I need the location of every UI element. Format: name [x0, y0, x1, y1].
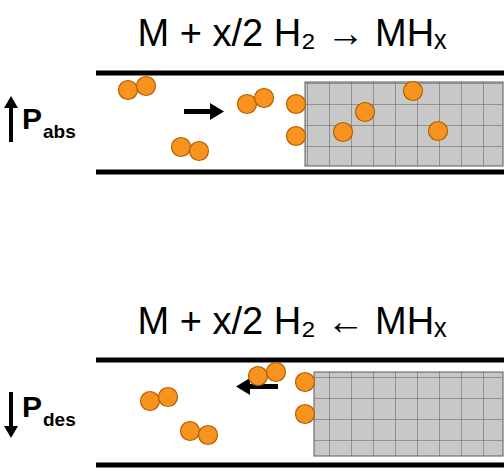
pressure-arrow [4, 96, 18, 438]
hydrogen-atom [172, 138, 191, 157]
pressure-symbol: P [22, 104, 42, 134]
hydrogen-atom [181, 422, 200, 441]
hydrogen-atom [141, 392, 160, 411]
pressure-symbol: P [22, 392, 42, 422]
hydrogen-atom [255, 89, 274, 108]
hydrogen-atom [334, 123, 353, 142]
hydrogen-atom [287, 127, 306, 146]
reaction-equation: M + x/2 H₂ ← MHₓ [137, 302, 446, 340]
reaction-equation: M + x/2 H₂ → MHₓ [137, 14, 446, 52]
hydrogen-atom [296, 405, 315, 424]
flow-arrow [184, 103, 278, 395]
hydrogen-atom [287, 95, 306, 114]
hydrogen-atom [356, 103, 375, 122]
hydrogen-atom [238, 95, 257, 114]
hydrogen-atom [119, 81, 138, 100]
hydrogen-atom [249, 367, 268, 386]
hydrogen-atom [296, 373, 315, 392]
hydrogen-atom [199, 426, 218, 445]
hydrogen-atom [267, 363, 286, 382]
hydrogen-atom [137, 77, 156, 96]
pressure-subscript: des [43, 410, 76, 429]
tube-walls [96, 73, 504, 465]
pressure-subscript: abs [43, 122, 76, 141]
hydrogen-atoms [119, 77, 448, 445]
metal-lattice [305, 82, 503, 456]
hydrogen-atom [429, 122, 448, 141]
hydrogen-atom [190, 142, 209, 161]
hydrogen-atom [404, 82, 423, 101]
hydrogen-atom [159, 388, 178, 407]
